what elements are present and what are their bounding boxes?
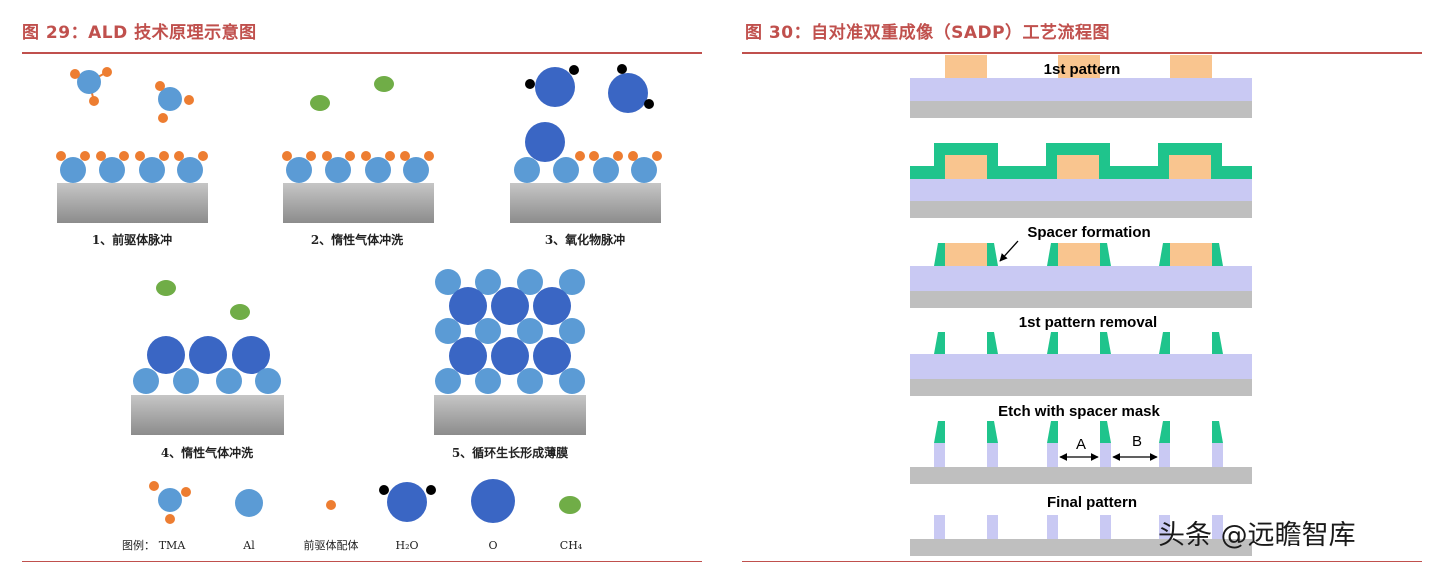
sadp-label-2: Spacer formation bbox=[1027, 224, 1150, 241]
ch4-molecule bbox=[310, 95, 330, 111]
ald-panel-5: 5、循环生长形成薄膜 bbox=[434, 269, 586, 460]
watermark: 头条 @远瞻智库 bbox=[1158, 520, 1356, 551]
step-label: 2、惰性气体冲洗 bbox=[311, 232, 403, 247]
ch4-molecule bbox=[374, 76, 394, 92]
sadp-label-1: 1st pattern bbox=[1044, 61, 1121, 78]
legend-label-al: Al bbox=[242, 539, 255, 552]
ald-panel-2: 2、惰性气体冲洗 bbox=[282, 76, 434, 247]
sadp-step-5: A B Etch with spacer mask bbox=[910, 403, 1252, 484]
figure30-bottom-rule bbox=[742, 561, 1422, 562]
step-label: 3、氧化物脉冲 bbox=[545, 232, 625, 247]
tma-molecule bbox=[155, 81, 194, 123]
dim-a-label: A bbox=[1076, 436, 1086, 453]
sadp-label-5: Final pattern bbox=[1047, 494, 1137, 511]
legend-label-h2o: H₂O bbox=[395, 539, 418, 552]
substrate bbox=[434, 395, 586, 435]
figure29-bottom-rule bbox=[22, 561, 702, 562]
dim-b-label: B bbox=[1132, 433, 1142, 450]
sadp-step-2 bbox=[910, 143, 1252, 218]
tma-molecule bbox=[70, 67, 112, 106]
ald-panel-4: 4、惰性气体冲洗 bbox=[131, 280, 284, 460]
ald-panel-1: 1、前驱体脉冲 bbox=[56, 67, 208, 247]
ald-panel-3: 3、氧化物脉冲 bbox=[510, 64, 662, 247]
legend-al bbox=[235, 489, 263, 517]
precursor-surface bbox=[56, 151, 208, 183]
precursor-surface bbox=[514, 151, 662, 183]
sadp-step-3: Spacer formation bbox=[910, 224, 1252, 308]
step-label: 1、前驱体脉冲 bbox=[92, 232, 172, 247]
legend-h2o bbox=[379, 482, 436, 522]
sadp-label-4: Etch with spacer mask bbox=[998, 403, 1160, 420]
substrate bbox=[283, 183, 434, 223]
figure30-title: 图 30：自对准双重成像（SADP）工艺流程图 bbox=[745, 23, 1111, 43]
figure30-top-rule bbox=[742, 52, 1422, 54]
sadp-step-1: 1st pattern bbox=[910, 55, 1252, 118]
legend-ligand bbox=[326, 500, 336, 510]
legend-label-ch4: CH₄ bbox=[560, 539, 583, 552]
ald-legend: 图例： TMA Al 前驱体配体 H₂O O CH₄ bbox=[122, 479, 583, 552]
sadp-step-4: 1st pattern removal bbox=[910, 314, 1252, 396]
sadp-label-3: 1st pattern removal bbox=[1019, 314, 1157, 331]
sadp-step-6: Final pattern bbox=[910, 494, 1252, 556]
ch4-molecule bbox=[156, 280, 176, 296]
h2o-molecule bbox=[525, 65, 579, 107]
step-label: 4、惰性气体冲洗 bbox=[161, 445, 253, 460]
figure29-top-rule bbox=[22, 52, 702, 54]
substrate bbox=[57, 183, 208, 223]
ch4-molecule bbox=[230, 304, 250, 320]
legend-label-tma: TMA bbox=[159, 539, 187, 552]
legend-prefix: 图例： bbox=[122, 538, 155, 552]
substrate bbox=[510, 183, 661, 223]
oxygen-atom bbox=[525, 122, 565, 162]
precursor-surface bbox=[282, 151, 434, 183]
step-label: 5、循环生长形成薄膜 bbox=[452, 445, 568, 460]
substrate bbox=[131, 395, 284, 435]
legend-o bbox=[471, 479, 515, 523]
figure29-title: 图 29：ALD 技术原理示意图 bbox=[22, 23, 257, 43]
legend-label-ligand: 前驱体配体 bbox=[304, 538, 359, 552]
legend-label-o: O bbox=[488, 539, 497, 552]
legend-ch4 bbox=[559, 496, 581, 514]
h2o-molecule bbox=[608, 64, 654, 113]
legend-tma bbox=[149, 481, 191, 524]
